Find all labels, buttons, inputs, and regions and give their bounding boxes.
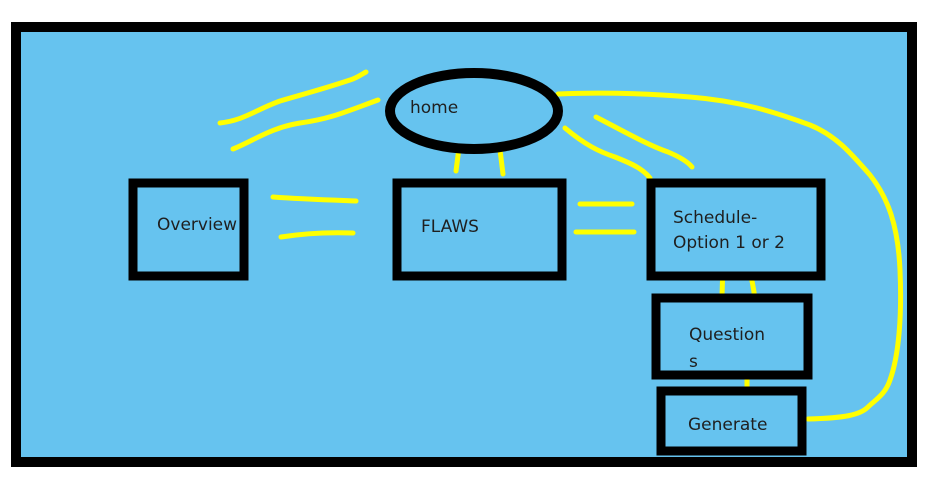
connector-home-overview-lower — [230, 97, 381, 152]
home-node[interactable] — [385, 68, 563, 154]
connector-home-generate-loop — [555, 90, 904, 422]
flaws-label: FLAWS — [421, 217, 479, 237]
overview-label: Overview — [157, 215, 238, 235]
schedule-label-line2: Option 1 or 2 — [673, 233, 785, 253]
questions-label-line2: s — [689, 352, 698, 372]
schedule-label-line1: Schedule- — [673, 208, 758, 228]
connectors — [217, 69, 904, 422]
connector-home-schedule-upper — [593, 114, 695, 170]
flaws-node[interactable] — [392, 178, 567, 281]
questions-label-line1: Question — [689, 325, 766, 345]
connector-home-overview-upper — [217, 69, 369, 126]
connector-home-schedule-lower — [562, 125, 653, 181]
schedule-node[interactable] — [646, 178, 826, 281]
generate-label: Generate — [688, 415, 768, 435]
overview-node[interactable] — [128, 178, 249, 281]
connector-overview-flaws-lower — [278, 230, 356, 240]
connector-overview-flaws-upper — [270, 194, 359, 204]
home-label: home — [410, 98, 459, 118]
generate-node[interactable] — [656, 386, 807, 456]
questions-node[interactable] — [651, 293, 813, 380]
connector-home-flaws-right — [497, 147, 506, 177]
